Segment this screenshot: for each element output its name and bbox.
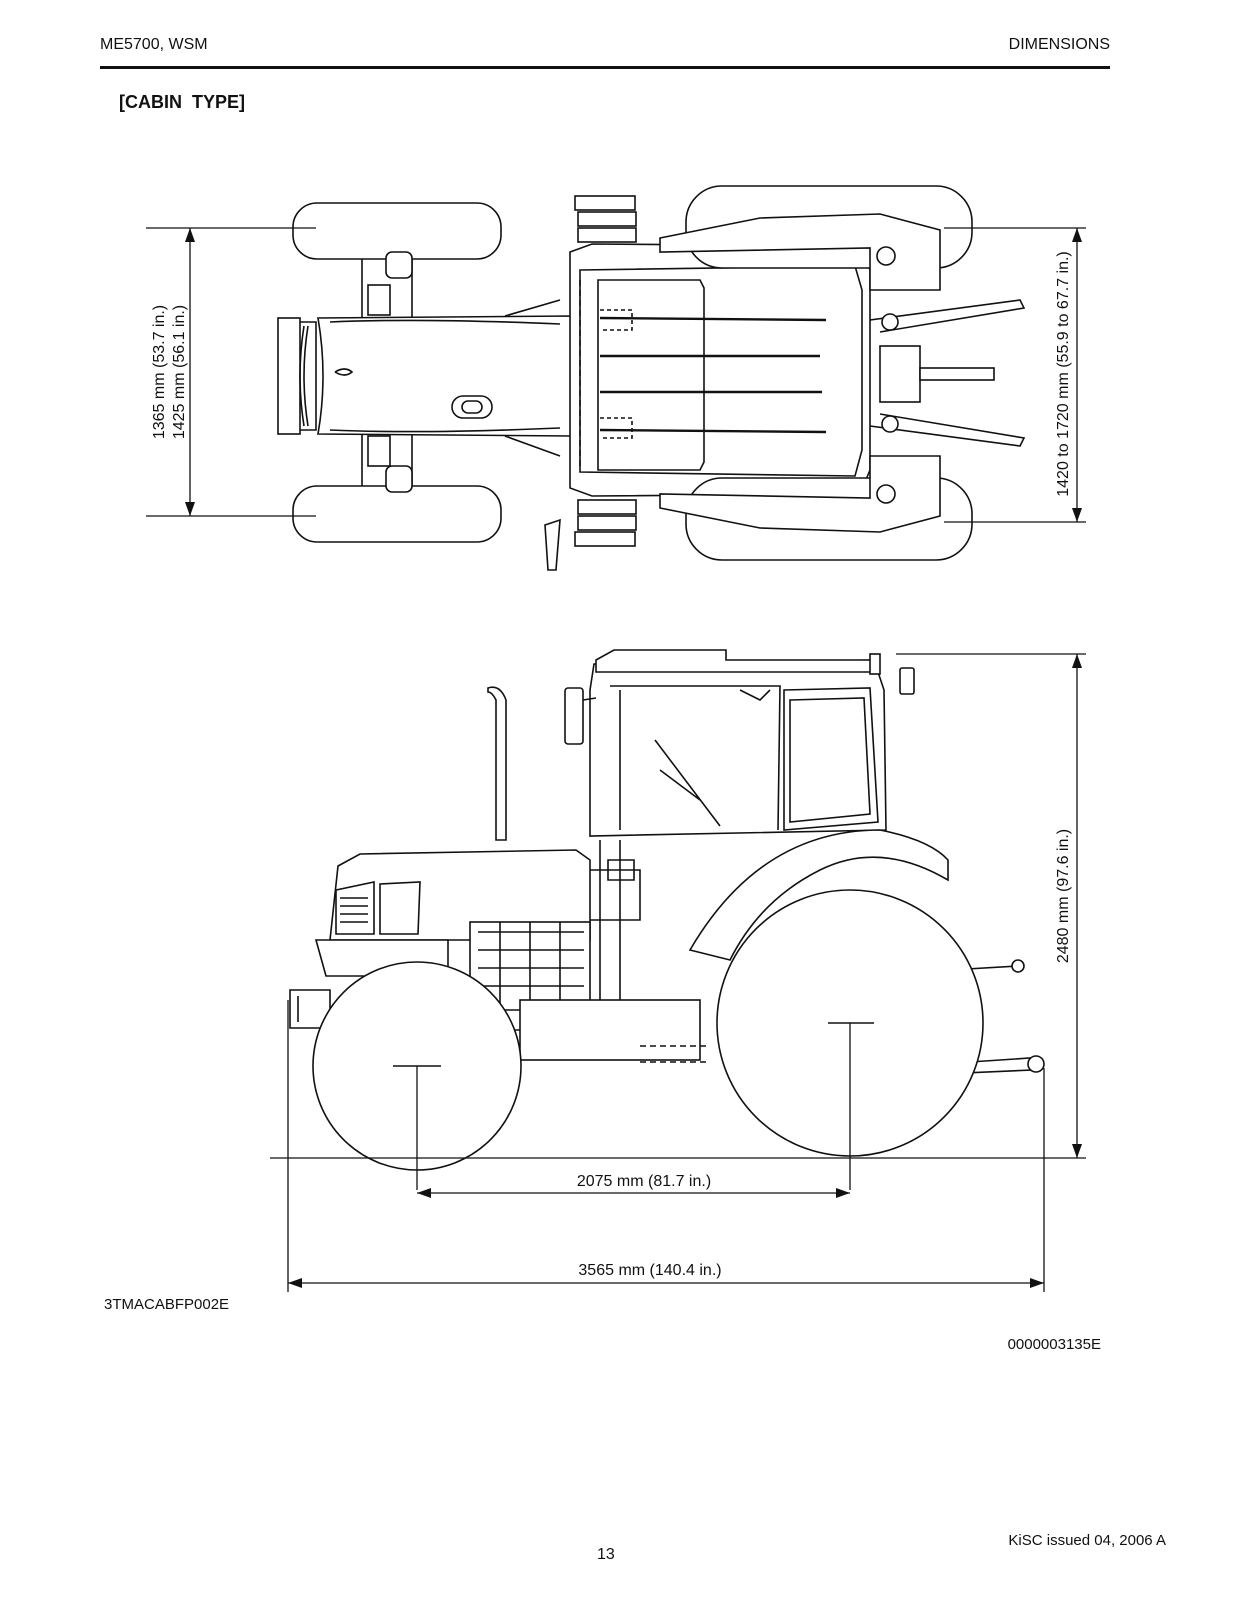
- section-title: [CABIN TYPE]: [119, 92, 245, 112]
- dim-front-tread-1: 1365 mm (53.7 in.): [151, 305, 168, 439]
- front-left-tire: [292, 202, 502, 260]
- page-number: 13: [597, 1546, 615, 1563]
- dim-rear-tread: 1420 to 1720 mm (55.9 to 67.7 in.): [1055, 251, 1072, 496]
- dim-height: 2480 mm (97.6 in.): [1055, 829, 1072, 963]
- header-left: ME5700, WSM: [100, 36, 208, 53]
- issue-label: KiSC issued 04, 2006 A: [1008, 1532, 1166, 1549]
- dim-wheelbase: 2075 mm (81.7 in.): [577, 1173, 711, 1190]
- front-grille: [277, 317, 301, 435]
- side-view: [270, 649, 1086, 1292]
- cabin-roof: [569, 243, 871, 497]
- figure-code: 3TMACABFP002E: [104, 1296, 230, 1313]
- top-view: [146, 185, 1086, 571]
- mirror-top: [544, 518, 561, 571]
- rear-right-fender: [659, 455, 941, 533]
- document-code: 0000003135E: [1007, 1336, 1101, 1353]
- dim-length: 3565 mm (140.4 in.): [578, 1262, 721, 1279]
- dim-front-tread-2: 1425 mm (56.1 in.): [171, 305, 188, 439]
- header-rule: [100, 66, 1110, 69]
- exhaust-pipe: [487, 686, 507, 841]
- exhaust-pipe-top: [451, 395, 493, 419]
- rear-left-fender: [659, 213, 941, 291]
- front-right-tire: [292, 485, 502, 543]
- drawbar-pin: [1027, 1055, 1045, 1073]
- header-right: DIMENSIONS: [1008, 36, 1110, 53]
- side-mirror: [564, 687, 584, 745]
- rear-fender-side: [688, 829, 949, 961]
- hood: [317, 315, 573, 437]
